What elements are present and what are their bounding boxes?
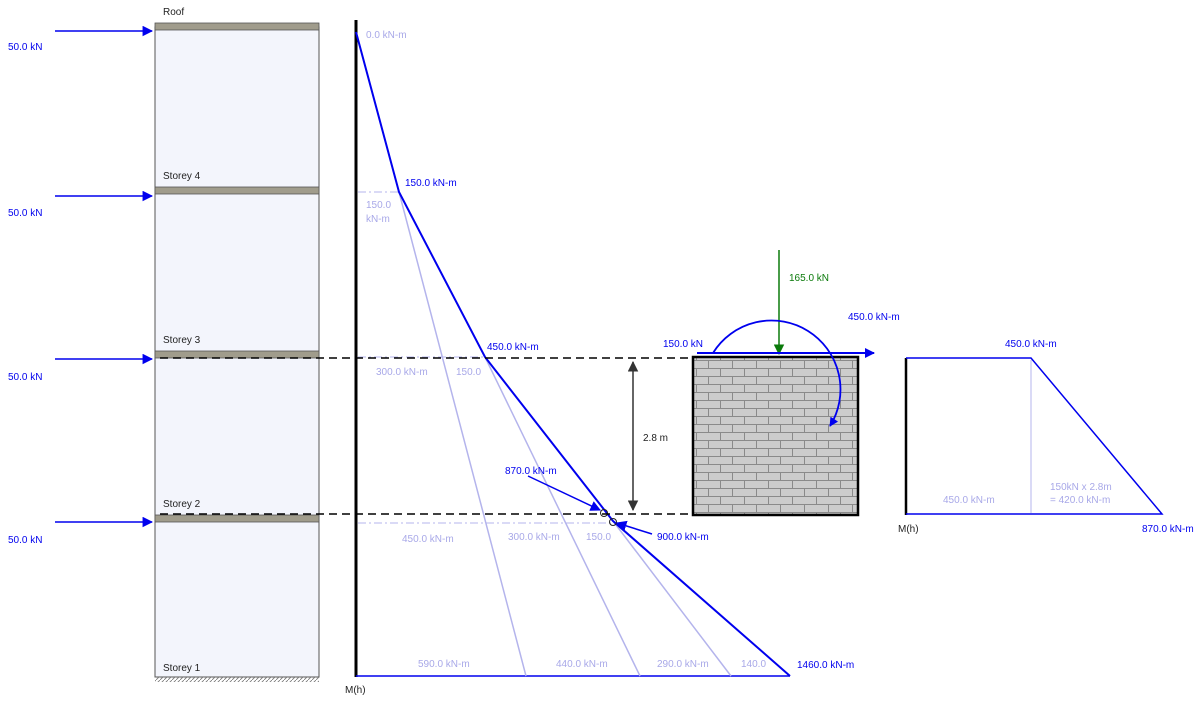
component-line-1 [398,191,527,677]
moment-arc [712,319,842,427]
moment-label-870: 870.0 kN-m [505,466,557,477]
component-line-3 [612,520,732,677]
masonry-wall [691,355,860,517]
marker-870 [600,509,608,517]
ground-hatch [155,677,319,682]
moment-label-1460: 1460.0 kN-m [797,660,854,671]
segment-axis-label: M(h) [898,524,919,535]
moment-axis-label: M(h) [345,685,366,696]
moment-label-0: 0.0 kN-m [366,30,407,41]
component-line-2 [484,356,641,677]
component-label-base-a: 590.0 kN-m [418,659,470,670]
shear-load-label: 150.0 kN [663,339,703,350]
floor-slab-roof [154,22,320,31]
component-label-s3-a: 300.0 kN-m [376,367,428,378]
floor-slab-storey-3 [154,350,320,359]
floor-slab-storey-2 [154,514,320,523]
component-label-s2-c: 150.0 [586,532,611,543]
component-label-base-d: 140.0 [741,659,766,670]
floor-slab-storey-4 [154,186,320,195]
storey-label-roof: Roof [163,7,184,18]
height-dimension-label: 2.8 m [643,433,668,444]
moment-label-900: 900.0 kN-m [657,532,709,543]
segment-moment-outline [906,357,1164,515]
component-label-s3-b: 150.0 [456,367,481,378]
segment-constant-label: 450.0 kN-m [943,495,995,506]
segment-shear-label-1: 150kN x 2.8m [1050,482,1112,493]
component-label-s2-a: 450.0 kN-m [402,534,454,545]
component-label-base-c: 290.0 kN-m [657,659,709,670]
storey-label-storey-1: Storey 1 [163,663,201,674]
component-label-s2-b: 300.0 kN-m [508,532,560,543]
segment-shear-label-2: = 420.0 kN-m [1050,495,1110,506]
moment-label-150: 150.0 kN-m [405,178,457,189]
component-label-s4-2: kN-m [366,214,390,225]
moment-label-450: 450.0 kN-m [487,342,539,353]
storey-label-storey-3: Storey 3 [163,335,201,346]
top-moment-label: 450.0 kN-m [848,312,900,323]
pointer-900 [615,520,653,535]
building-elevation: Roof Storey 4 Storey 3 Storey 2 Storey 1… [8,7,320,682]
load-label-storey-3: 50.0 kN [8,372,42,383]
wall-segment: 2.8 m 165.0 kN 150.0 kN 450.0 kN-m [627,250,900,517]
moment-curve [355,31,791,677]
storey-label-storey-4: Storey 4 [163,171,201,182]
load-label-storey-4: 50.0 kN [8,208,42,219]
load-label-storey-2: 50.0 kN [8,535,42,546]
pointer-870 [527,475,601,511]
axial-load-label: 165.0 kN [789,273,829,284]
component-label-base-b: 440.0 kN-m [556,659,608,670]
segment-moment-diagram: 450.0 kN-m 870.0 kN-m 450.0 kN-m 150kN x… [898,339,1194,535]
load-label-roof: 50.0 kN [8,42,42,53]
segment-top-label: 450.0 kN-m [1005,339,1057,350]
segment-bottom-label: 870.0 kN-m [1142,524,1194,535]
storey-label-storey-2: Storey 2 [163,499,201,510]
component-label-s4-1: 150.0 [366,200,391,211]
moment-diagram: M(h) 0.0 kN-m 150.0 kN-m 450.0 kN-m 870.… [345,20,854,696]
